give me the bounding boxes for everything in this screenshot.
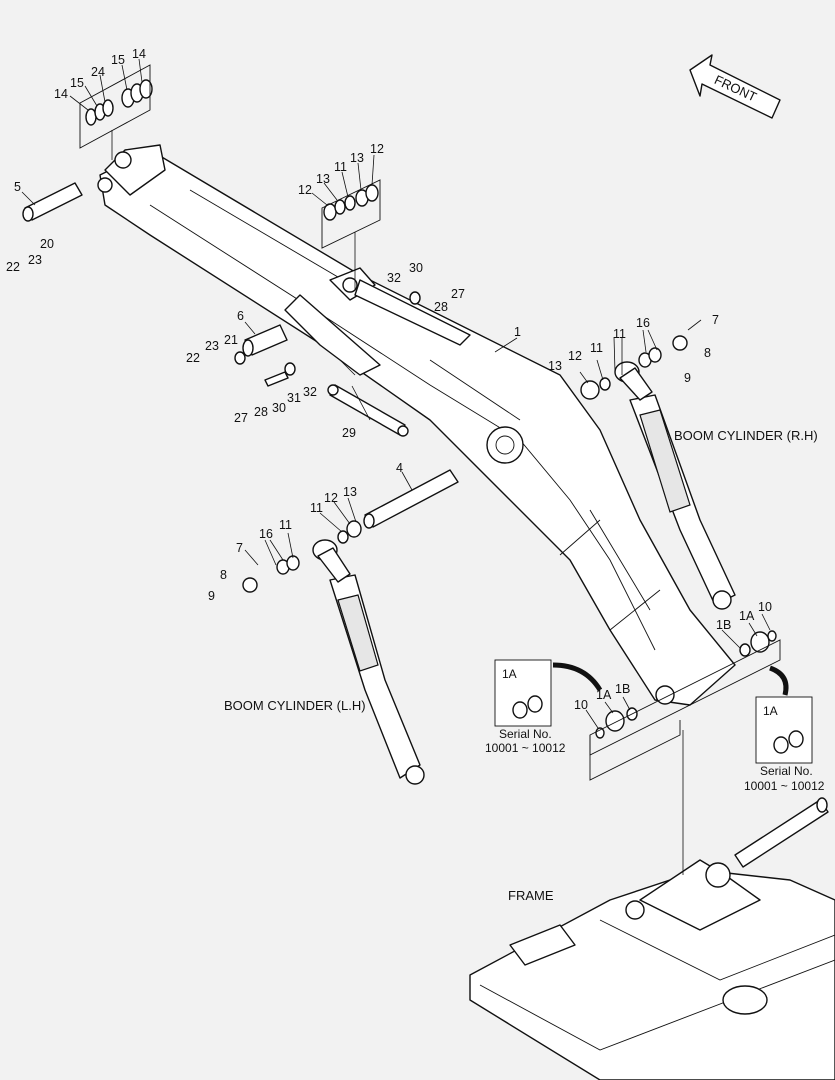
boom-cylinder-rh (614, 361, 736, 610)
boom-body (97, 144, 736, 706)
callout: 28 (434, 300, 448, 314)
callout: 27 (234, 411, 248, 425)
callout: 24 (91, 65, 105, 79)
callout: 23 (205, 339, 219, 353)
callout: 32 (303, 385, 317, 399)
callout: 8 (220, 568, 227, 582)
callout: 10 (758, 600, 772, 614)
callout: 14 (132, 47, 146, 61)
callout: 11 (279, 518, 292, 532)
cylinder-29 (327, 384, 409, 437)
callout: 7 (712, 313, 719, 327)
pin-4 (363, 469, 459, 529)
serial-inset-right: 1A Serial No. 10001 ~ 10012 (744, 665, 825, 793)
callout: 21 (224, 333, 238, 347)
callout: 15 (70, 76, 84, 90)
callout: 31 (287, 391, 301, 405)
callout: 22 (6, 260, 20, 274)
label-boom-cylinder-lh: BOOM CYLINDER (L.H) (224, 698, 366, 713)
callout: 9 (684, 371, 691, 385)
callout: 11 (310, 501, 323, 515)
boom-pivot-boss (486, 426, 524, 464)
group-box-top-left (79, 64, 151, 149)
callout: 13 (343, 485, 357, 499)
callout: 8 (704, 346, 711, 360)
boom-foot-boss (655, 685, 675, 705)
callout: 27 (451, 287, 465, 301)
inset-right-serial-label: Serial No. (760, 764, 813, 778)
callout: 9 (208, 589, 215, 603)
hardware-rh-pin (580, 335, 688, 400)
callout: 12 (568, 349, 582, 363)
callout: 11 (590, 341, 603, 355)
callout: 7 (236, 541, 243, 555)
inset-right-part: 1A (763, 704, 778, 718)
callout: 1A (596, 688, 612, 702)
inset-left-serial-label: Serial No. (499, 727, 552, 741)
callout: 32 (387, 271, 401, 285)
callout: 13 (548, 359, 562, 373)
leader-lines (21, 58, 771, 729)
callout: 16 (259, 527, 273, 541)
callout: 12 (324, 491, 338, 505)
pin-6 (242, 324, 288, 357)
callout: 5 (14, 180, 21, 194)
callout: 12 (370, 142, 384, 156)
callout: 11 (334, 160, 347, 174)
callout-numbers: 1 4 5 6 29 7 8 9 16 11 11 12 13 7 8 9 16… (6, 47, 772, 712)
callout: 22 (186, 351, 200, 365)
callout: 1B (615, 682, 630, 696)
inset-left-part: 1A (502, 667, 517, 681)
callout: 1B (716, 618, 731, 632)
callout: 30 (409, 261, 423, 275)
label-boom-cylinder-rh: BOOM CYLINDER (R.H) (674, 428, 818, 443)
pin-5 (22, 182, 83, 222)
callout: 23 (28, 253, 42, 267)
callout: 13 (350, 151, 364, 165)
callout: 13 (316, 172, 330, 186)
callout: 20 (40, 237, 54, 251)
hardware-top-center (323, 184, 379, 221)
boom-cylinder-lh (312, 539, 425, 785)
callout: 4 (396, 461, 403, 475)
callout: 6 (237, 309, 244, 323)
callout: 29 (342, 426, 356, 440)
callout: 14 (54, 87, 68, 101)
callout: 1 (514, 325, 521, 339)
frame (469, 797, 835, 1080)
callout: 11 (613, 327, 626, 341)
callout: 16 (636, 316, 650, 330)
serial-inset-left: 1A Serial No. 10001 ~ 10012 (485, 659, 603, 755)
inset-left-serial-range: 10001 ~ 10012 (485, 741, 566, 755)
callout: 15 (111, 53, 125, 67)
front-arrow: FRONT (689, 54, 781, 119)
inset-right-serial-range: 10001 ~ 10012 (744, 779, 825, 793)
callout: 1A (739, 609, 755, 623)
hardware-center (234, 291, 421, 387)
hardware-lh-pin (242, 520, 362, 593)
callout: 30 (272, 401, 286, 415)
callout: 28 (254, 405, 268, 419)
hardware-top-left (85, 79, 153, 126)
callout: 12 (298, 183, 312, 197)
hardware-bottom-pin (595, 630, 777, 739)
label-frame: FRAME (508, 888, 554, 903)
callout: 10 (574, 698, 588, 712)
